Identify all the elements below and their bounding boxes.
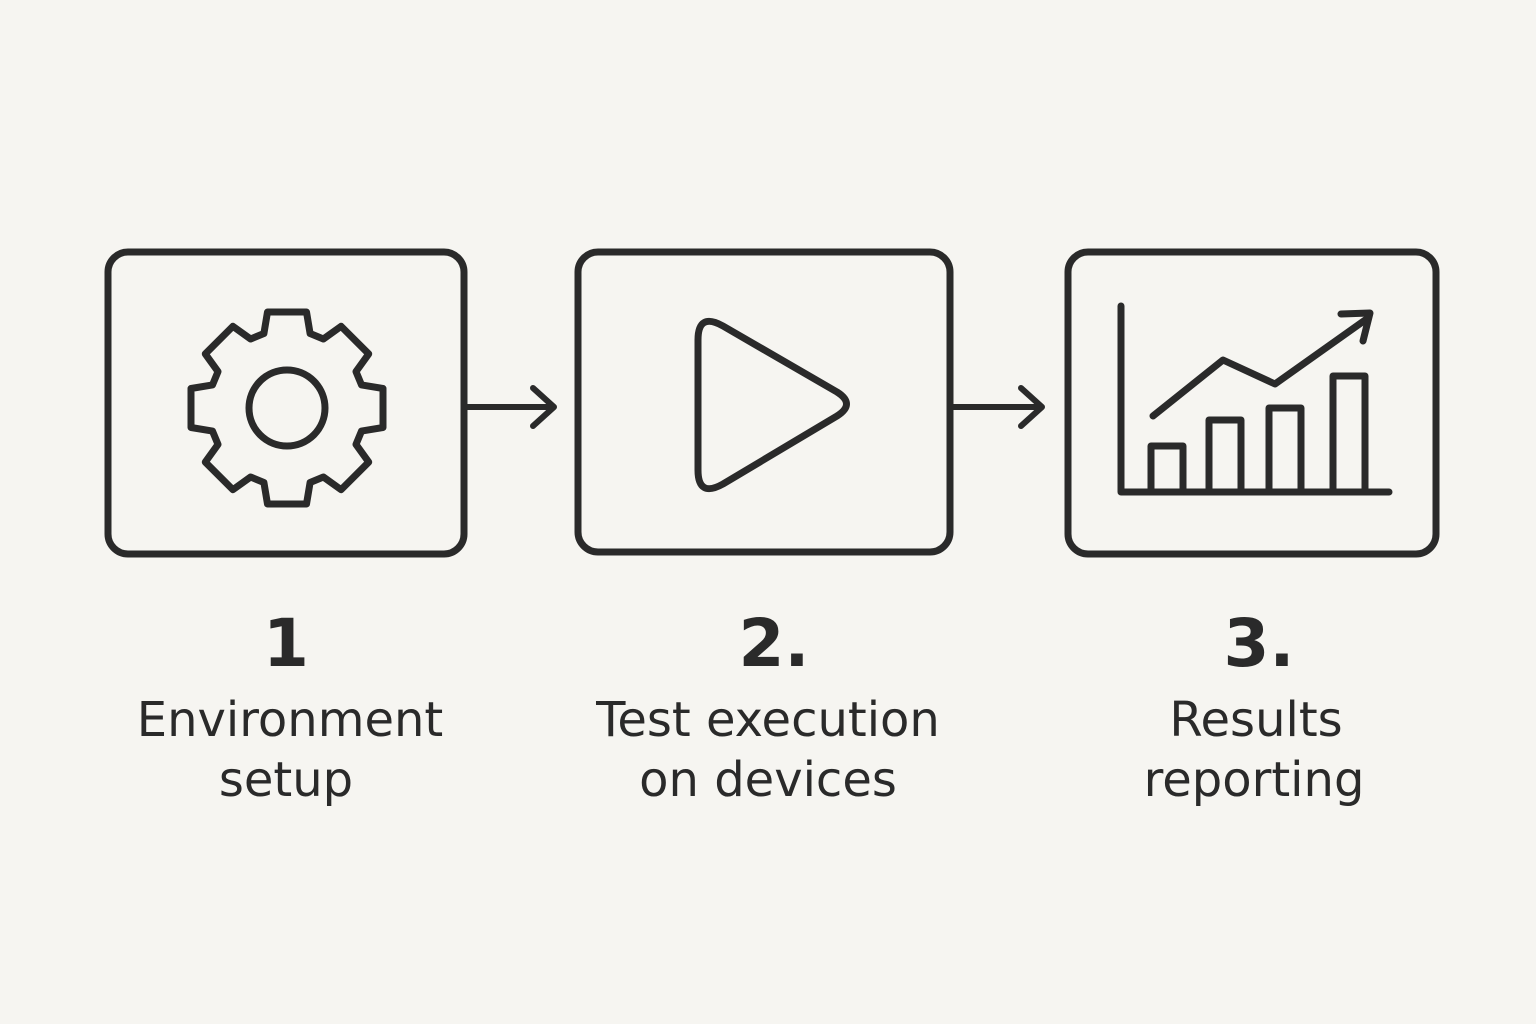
- step-1-box: [104, 248, 468, 558]
- step-1: 1 Environment setup: [104, 248, 468, 808]
- step-2-number: 2.: [739, 605, 810, 682]
- step-3-box: [1064, 248, 1440, 558]
- step-2: 2. Test execution on devices: [574, 248, 954, 808]
- gear-icon: [187, 308, 387, 508]
- step-3: 3. Results reporting: [1064, 248, 1440, 808]
- step-1-label-line1: Environment: [137, 692, 444, 748]
- step-3-label-line1: Results: [1169, 692, 1342, 748]
- step-3-label-line2: reporting: [1144, 752, 1365, 808]
- step-2-box: [574, 248, 954, 556]
- step-1-number: 1: [263, 605, 309, 682]
- step-3-number: 3.: [1224, 605, 1295, 682]
- play-icon: [694, 317, 850, 493]
- step-2-label-line2: on devices: [639, 752, 897, 808]
- chart-icon: [1117, 302, 1393, 496]
- arrow-right-icon: [949, 385, 1045, 429]
- arrow-right-icon: [464, 385, 557, 429]
- step-1-label-line2: setup: [219, 752, 353, 808]
- step-2-label-line1: Test execution: [595, 692, 940, 748]
